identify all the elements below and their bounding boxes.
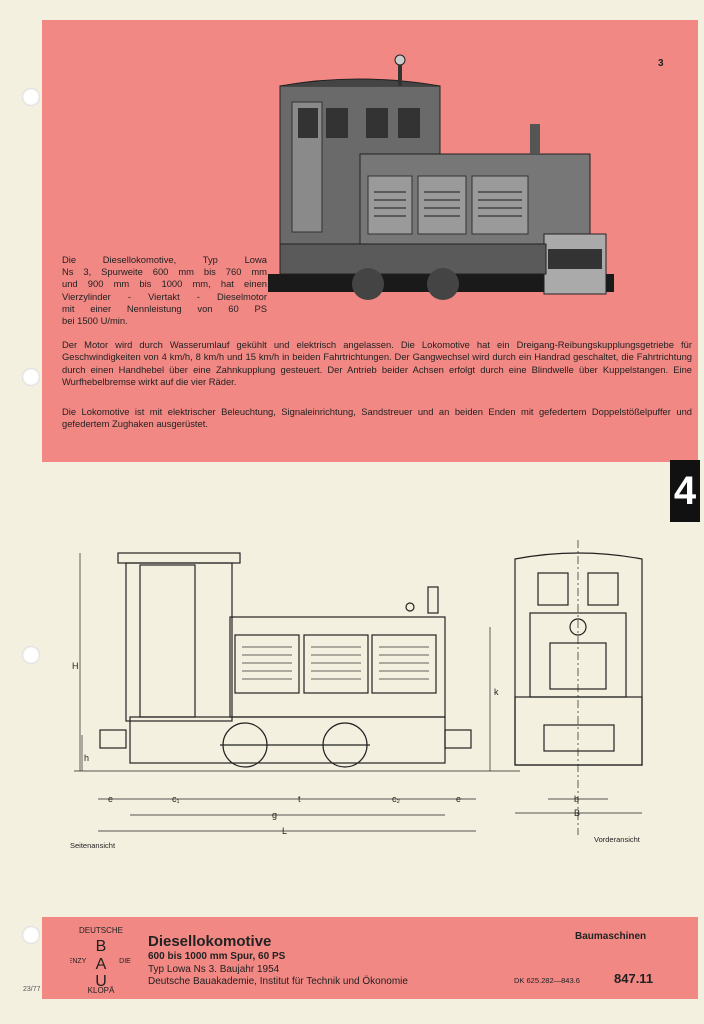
description-panel: 3 Die Diesel xyxy=(42,20,698,462)
dim-label-B: B xyxy=(574,808,580,818)
dim-label-c2: c₂ xyxy=(392,794,401,804)
side-view xyxy=(99,552,472,768)
dk-classification: DK 625.282—843.6 xyxy=(514,976,580,985)
dim-label-e: e xyxy=(108,794,113,804)
svg-text:KLOPÄ: KLOPÄ xyxy=(88,986,115,993)
svg-text:DIE: DIE xyxy=(119,958,131,965)
dim-label-c1: c₁ xyxy=(172,794,180,804)
intro-line: Vierzylinder - Viertakt - Dieselmotor xyxy=(62,290,267,302)
dim-label-b: b xyxy=(574,794,579,804)
sheet-number: 847.11 xyxy=(614,971,654,986)
edition-code: 23/77 xyxy=(23,986,41,993)
page-number: 3 xyxy=(658,58,664,69)
front-view xyxy=(514,552,643,766)
technical-drawing: H h k e c₁ t c₂ e g L b B Seitenansicht … xyxy=(70,540,643,850)
dim-label-t: t xyxy=(298,794,301,804)
svg-text:DEUTSCHE: DEUTSCHE xyxy=(79,926,123,935)
dimension-lines xyxy=(74,540,642,835)
footer-title: Diesellokomotive xyxy=(148,933,272,950)
intro-line: und 900 mm bis 1000 mm, hat einen xyxy=(62,278,267,290)
intro-line: mit einer Nennleistung von 60 PS xyxy=(62,302,267,314)
dim-label-L: L xyxy=(282,826,287,836)
intro-line: Ns 3, Spurweite 600 mm bis 760 mm xyxy=(62,266,267,278)
punch-hole xyxy=(22,88,40,106)
intro-line: bei 1500 U/min. xyxy=(62,315,128,327)
intro-text: Die Diesellokomotive, Typ Lowa Ns 3, Spu… xyxy=(62,254,267,327)
footer-subtitle: 600 bis 1000 mm Spur, 60 PS xyxy=(148,951,286,962)
description-paragraph: Der Motor wird durch Wasserumlauf gekühl… xyxy=(62,339,692,387)
punch-hole xyxy=(22,646,40,664)
category-label: Baumaschinen xyxy=(575,931,647,942)
dim-label-h: h xyxy=(84,753,89,763)
dim-label-e: e xyxy=(456,794,461,804)
dim-label-k: k xyxy=(494,687,499,697)
punch-hole xyxy=(22,368,40,386)
front-view-label: Vorderansicht xyxy=(594,835,641,844)
bau-encyclopedia-logo: DEUTSCHE B A U KLOPÄ ENZY DIE xyxy=(70,926,131,993)
footer-type-line: Typ Lowa Ns 3. Baujahr 1954 xyxy=(148,964,280,975)
dim-label-g: g xyxy=(272,810,277,820)
svg-text:U: U xyxy=(95,973,107,990)
locomotive-photo xyxy=(268,54,614,300)
footer-publisher: Deutsche Bauakademie, Institut für Techn… xyxy=(148,976,408,987)
dim-label-H: H xyxy=(72,661,79,671)
punch-hole xyxy=(22,926,40,944)
vent-slats xyxy=(242,646,429,680)
section-tab: 4 xyxy=(670,460,700,522)
intro-line: Die Diesellokomotive, Typ Lowa xyxy=(62,254,267,265)
side-view-label: Seitenansicht xyxy=(70,841,116,850)
svg-text:ENZY: ENZY xyxy=(70,958,87,965)
equipment-paragraph: Die Lokomotive ist mit elektrischer Bele… xyxy=(62,406,692,430)
svg-text:A: A xyxy=(96,956,107,973)
footer-panel: DEUTSCHE B A U KLOPÄ ENZY DIE 23/77 Dies… xyxy=(23,917,698,999)
svg-text:B: B xyxy=(96,938,107,955)
